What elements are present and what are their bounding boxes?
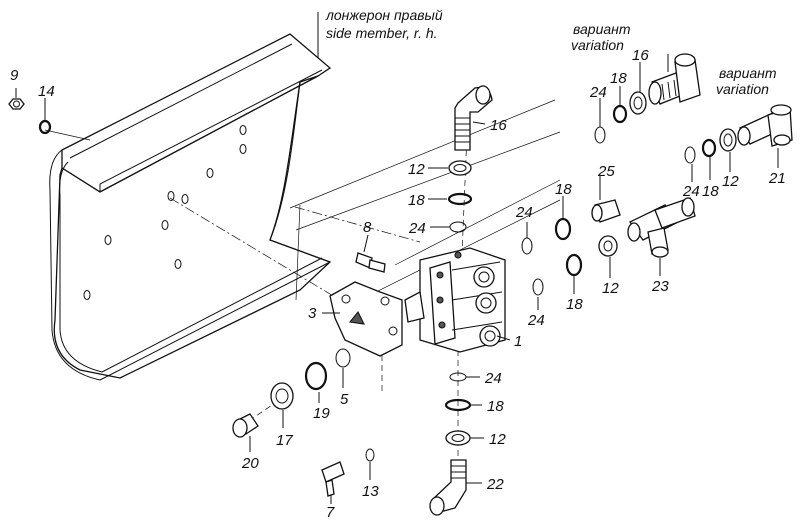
captions: лонжерон правый side member, r. h. вариа… (325, 7, 777, 97)
nut-12-variation-b (719, 128, 737, 152)
callout-16: 16 (490, 117, 507, 134)
caption-variant-1-ru: вариант (573, 21, 631, 37)
callout-18-variation-a: 18 (610, 70, 627, 87)
callout-13: 13 (362, 483, 379, 500)
elbow-fitting-22 (429, 459, 467, 516)
callout-3: 3 (308, 305, 317, 322)
callout-24-valve-bottom: 24 (527, 312, 545, 329)
o-ring-24-top (449, 221, 467, 233)
callout-8: 8 (363, 219, 372, 236)
callout-24-valve-top: 24 (515, 204, 533, 221)
callout-24-variation-b: 24 (682, 183, 700, 200)
nut-9 (8, 98, 25, 110)
callout-12-bottom: 12 (489, 431, 506, 448)
callout-9: 9 (10, 67, 19, 84)
o-ring-24-variation-b (684, 146, 696, 164)
bolt-7 (321, 461, 345, 497)
seal-ring-18-variation-b (701, 138, 717, 158)
leader-lines (15, 12, 779, 504)
washer-14 (38, 119, 52, 135)
nut-12-right (598, 235, 618, 257)
callout-23: 23 (651, 278, 669, 295)
callout-16-variation: 16 (632, 47, 649, 64)
elbow-fitting-16 (454, 85, 493, 151)
callout-18-top: 18 (408, 192, 425, 209)
callout-12-top: 12 (408, 161, 425, 178)
caption-variant-2-ru: вариант (719, 65, 777, 81)
elbow-fitting-16-variation (648, 53, 701, 105)
valve-body-1 (404, 247, 506, 353)
washer-13 (365, 448, 375, 462)
seal-ring-19 (304, 361, 328, 391)
caption-side-member-en: side member, r. h. (326, 25, 438, 41)
tee-fitting-23 (627, 197, 696, 258)
assembly-guide-lines (44, 99, 561, 460)
callout-12-right: 12 (602, 280, 619, 297)
nut-17 (270, 382, 294, 410)
o-rings-24-valve (521, 237, 544, 296)
callout-1: 1 (514, 333, 522, 350)
fitting-25 (591, 199, 621, 223)
callout-21: 21 (768, 170, 786, 187)
callout-7: 7 (326, 504, 335, 521)
seal-ring-18-top (447, 192, 473, 206)
callout-24-variation-a: 24 (589, 84, 607, 101)
tee-fitting-21 (737, 104, 793, 147)
callout-19: 19 (313, 405, 330, 422)
callout-18-variation-b: 18 (702, 183, 719, 200)
seal-ring-18-variation-a (612, 104, 628, 124)
callout-18-valve-top: 18 (555, 181, 572, 198)
bolt-8 (355, 252, 386, 273)
caption-variant-2-en: variation (716, 81, 769, 97)
nut-12-bottom (445, 430, 471, 446)
callout-17: 17 (276, 432, 293, 449)
o-ring-24-variation-a (594, 126, 606, 144)
callout-22: 22 (486, 476, 504, 493)
nut-12-variation-a (629, 91, 647, 115)
callout-25: 25 (597, 163, 615, 180)
callout-18-bottom: 18 (487, 398, 504, 415)
callout-18-valve-bottom: 18 (566, 296, 583, 313)
fitting-20 (232, 413, 259, 438)
caption-variant-1-en: variation (571, 37, 624, 53)
nut-12-top (448, 160, 472, 176)
caption-side-member-ru: лонжерон правый (325, 7, 443, 23)
side-member-rail (49, 33, 332, 381)
seal-rings-18-valve (554, 217, 583, 277)
callout-5: 5 (340, 391, 349, 408)
callout-24-bottom: 24 (484, 370, 502, 387)
callout-numbers: 9 14 16 12 18 24 8 3 19 5 17 20 7 13 1 2… (10, 47, 786, 521)
callout-12-variation-b: 12 (722, 173, 739, 190)
o-ring-5 (335, 348, 351, 368)
callout-24-top: 24 (408, 220, 426, 237)
callout-14: 14 (38, 83, 55, 100)
callout-20: 20 (241, 455, 259, 472)
bracket-3 (329, 281, 403, 357)
